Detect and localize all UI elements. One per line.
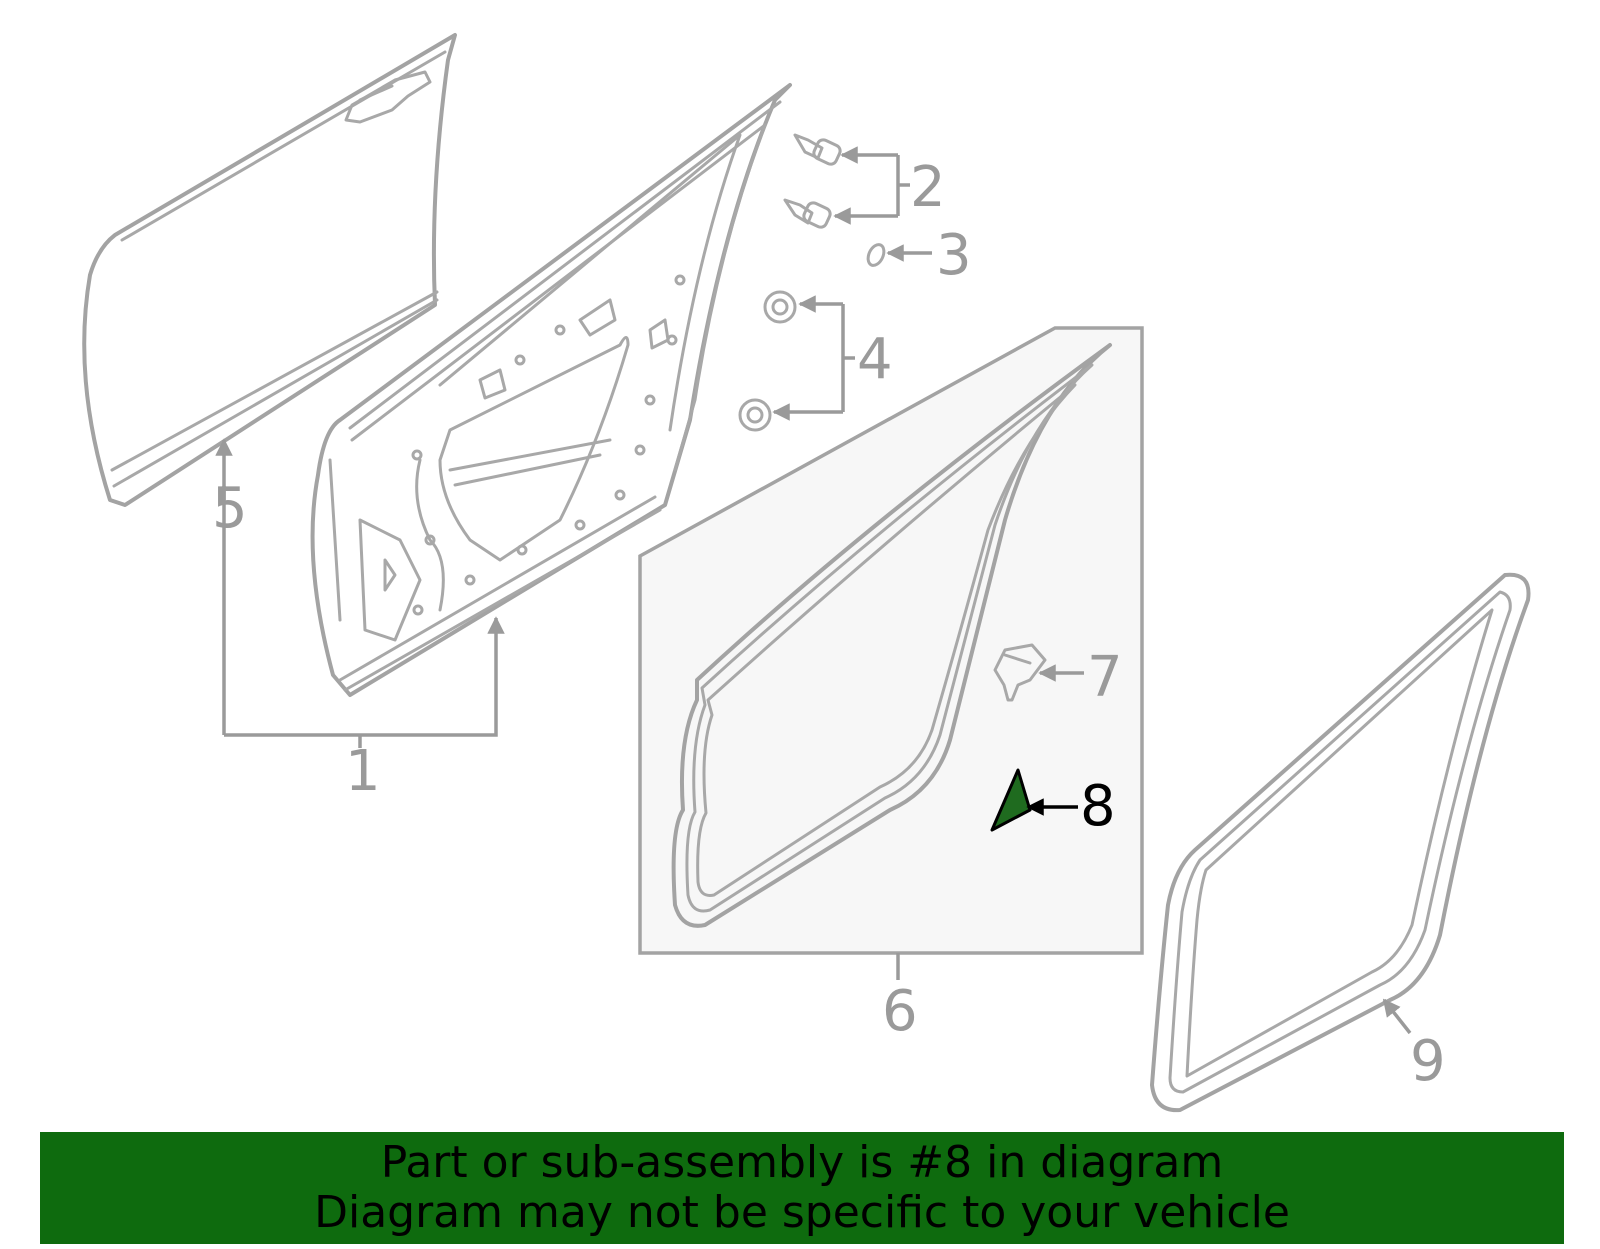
callout-6: 6 bbox=[882, 979, 918, 1044]
retainer-part bbox=[993, 643, 1047, 702]
callout-2: 2 bbox=[910, 155, 946, 220]
door-inner-panel-part bbox=[310, 83, 792, 697]
callout-4: 4 bbox=[857, 327, 893, 392]
callout-1: 1 bbox=[345, 739, 381, 804]
highlighted-part-8 bbox=[990, 768, 1032, 832]
callout-3: 3 bbox=[936, 223, 972, 288]
clip-part bbox=[783, 133, 842, 229]
banner-line-1: Part or sub-assembly is #8 in diagram bbox=[380, 1137, 1224, 1188]
callout-7: 7 bbox=[1087, 645, 1123, 710]
banner-line-2: Diagram may not be specific to your vehi… bbox=[314, 1187, 1290, 1238]
weatherstrip-group-box bbox=[638, 326, 1144, 955]
callout-5: 5 bbox=[212, 476, 248, 541]
grommet-part bbox=[738, 290, 797, 432]
door-weatherstrip-part bbox=[671, 343, 1112, 928]
door-outer-skin-part bbox=[82, 33, 457, 507]
info-banner: Part or sub-assembly is #8 in diagram Di… bbox=[40, 1132, 1564, 1244]
parts-diagram: 1 2 3 4 5 6 7 8 9 bbox=[82, 33, 1531, 1113]
callout-8: 8 bbox=[1080, 774, 1116, 839]
o-ring-part bbox=[866, 243, 886, 267]
callout-9: 9 bbox=[1410, 1029, 1446, 1094]
body-weatherstrip-part bbox=[1150, 572, 1531, 1113]
